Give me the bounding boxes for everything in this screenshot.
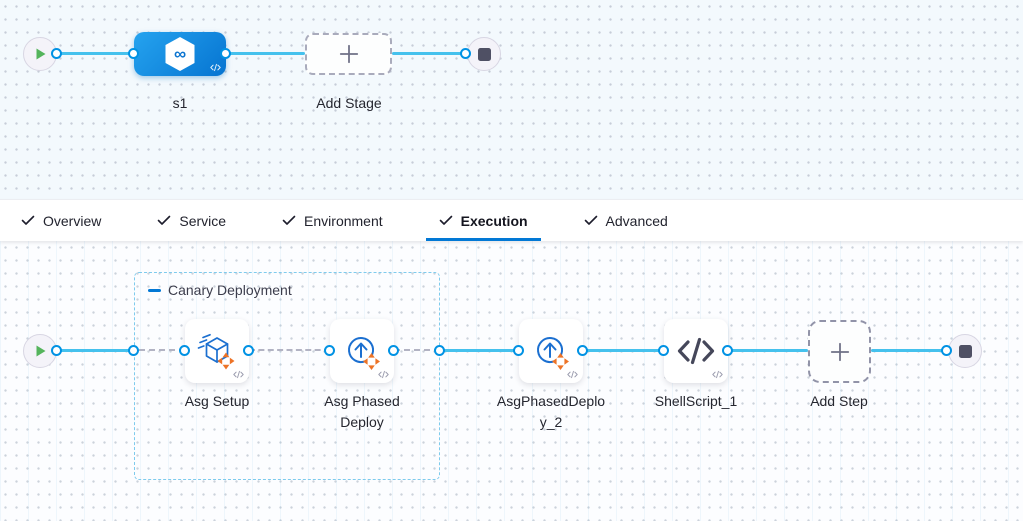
tab-execution[interactable]: Execution <box>425 200 541 241</box>
connector-line <box>57 349 134 352</box>
asg-setup-icon <box>197 331 237 371</box>
connector-port[interactable] <box>577 345 588 356</box>
add-step-button[interactable] <box>808 320 871 383</box>
plus-icon <box>338 43 360 65</box>
add-step-label: Add Step <box>810 393 868 409</box>
check-icon <box>282 215 296 226</box>
connector-line <box>871 349 947 352</box>
connector-line <box>728 349 808 352</box>
step-node-asg-phased-deploy-2[interactable] <box>519 319 583 383</box>
connector-port[interactable] <box>179 345 190 356</box>
play-icon <box>34 47 47 61</box>
check-icon <box>584 215 598 226</box>
connector-line <box>226 52 305 55</box>
connector-line-dashed <box>249 349 330 351</box>
connector-port[interactable] <box>941 345 952 356</box>
step-label: Asg Phased Deploy <box>324 393 400 430</box>
connector-port[interactable] <box>460 48 471 59</box>
code-badge-icon <box>712 370 723 379</box>
connector-port[interactable] <box>388 345 399 356</box>
active-tab-underline <box>425 238 541 241</box>
stage-graph-canvas: ∞ s1 Add Stage <box>0 0 1023 199</box>
stage-node-s1[interactable]: ∞ <box>134 32 226 76</box>
step-label: Asg Setup <box>184 393 250 409</box>
connector-line <box>392 52 466 55</box>
step-label: AsgPhasedDeploy_2 <box>496 393 606 430</box>
connector-port[interactable] <box>722 345 733 356</box>
collapse-group-button[interactable] <box>148 289 161 292</box>
group-label: Canary Deployment <box>168 282 292 298</box>
play-icon <box>34 344 47 358</box>
tab-label: Service <box>179 212 227 229</box>
stage-config-tabs: Overview Service Environment Execution A… <box>0 199 1023 241</box>
step-label: ShellScript_1 <box>654 393 738 409</box>
execution-end-node[interactable] <box>948 334 982 368</box>
step-node-shellscript-1[interactable] <box>664 319 728 383</box>
connector-port[interactable] <box>324 345 335 356</box>
svg-text:∞: ∞ <box>174 45 186 64</box>
asg-phased-deploy-icon <box>342 331 382 371</box>
tab-advanced[interactable]: Advanced <box>571 200 681 241</box>
check-icon <box>439 215 453 226</box>
connector-line <box>583 349 664 352</box>
connector-port[interactable] <box>220 48 231 59</box>
pipeline-end-node[interactable] <box>467 37 501 71</box>
connector-port[interactable] <box>51 48 62 59</box>
add-stage-button[interactable] <box>305 33 392 75</box>
connector-port[interactable] <box>51 345 62 356</box>
tab-environment[interactable]: Environment <box>269 200 396 241</box>
connector-port[interactable] <box>128 48 139 59</box>
stage-label: s1 <box>172 95 188 111</box>
connector-line-dashed <box>139 349 185 351</box>
stop-icon <box>477 47 491 61</box>
tab-label: Execution <box>460 212 528 229</box>
step-node-asg-setup[interactable] <box>185 319 249 383</box>
step-node-asg-phased-deploy[interactable] <box>330 319 394 383</box>
connector-port[interactable] <box>128 345 139 356</box>
connector-line <box>57 52 134 55</box>
tab-label: Environment <box>304 212 383 229</box>
check-icon <box>21 215 35 226</box>
cd-infinity-hexagon-icon: ∞ <box>164 36 196 72</box>
tab-label: Advanced <box>605 212 668 229</box>
code-badge-icon <box>210 63 221 72</box>
shell-script-icon <box>676 331 716 371</box>
execution-graph-canvas: Canary Deployment <box>0 241 1023 521</box>
step-group-canary-deployment[interactable]: Canary Deployment <box>134 272 440 480</box>
check-icon <box>157 215 171 226</box>
connector-port[interactable] <box>513 345 524 356</box>
connector-port[interactable] <box>434 345 445 356</box>
connector-port[interactable] <box>658 345 669 356</box>
asg-phased-deploy-icon <box>531 331 571 371</box>
plus-icon <box>829 341 851 363</box>
connector-port[interactable] <box>243 345 254 356</box>
code-badge-icon <box>378 370 389 379</box>
tab-overview[interactable]: Overview <box>8 200 114 241</box>
connector-line <box>440 349 519 352</box>
tab-label: Overview <box>43 212 102 229</box>
code-badge-icon <box>567 370 578 379</box>
code-badge-icon <box>233 370 244 379</box>
add-stage-label: Add Stage <box>316 95 382 111</box>
stop-icon <box>958 344 972 358</box>
connector-line-dashed <box>394 349 440 351</box>
tab-service[interactable]: Service <box>144 200 239 241</box>
